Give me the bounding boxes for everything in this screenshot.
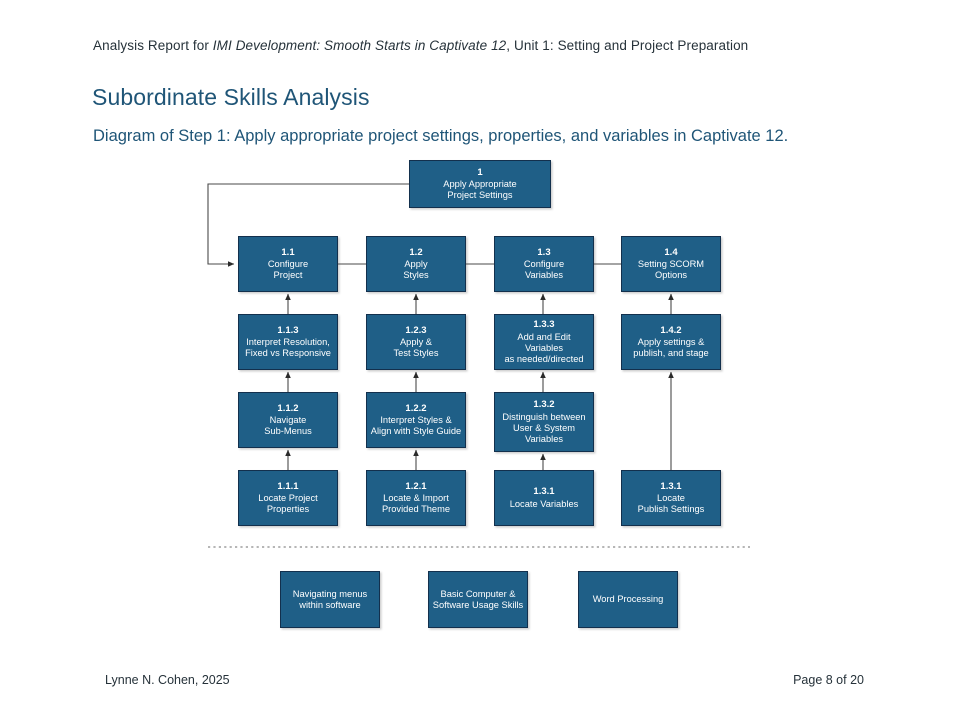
- node-1-3-3[interactable]: 1.3.3 Add and Edit Variables as needed/d…: [494, 314, 594, 370]
- footer-page-number: Page 8 of 20: [793, 673, 864, 687]
- node-label: Basic Computer & Software Usage Skills: [432, 588, 524, 610]
- report-header: Analysis Report for IMI Development: Smo…: [93, 38, 748, 53]
- node-label: Apply settings & publish, and stage: [633, 337, 709, 359]
- node-1-4-2[interactable]: 1.4.2 Apply settings & publish, and stag…: [621, 314, 721, 370]
- node-1-1-3[interactable]: 1.1.3 Interpret Resolution, Fixed vs Res…: [238, 314, 338, 370]
- node-label: Setting SCORM Options: [637, 259, 705, 281]
- node-number: 1.3: [537, 246, 551, 258]
- node-1-1[interactable]: 1.1 Configure Project: [238, 236, 338, 292]
- node-number: 1.3.3: [533, 319, 555, 331]
- node-label: Word Processing: [592, 594, 664, 605]
- node-label: Add and Edit Variables as needed/directe…: [504, 331, 584, 364]
- node-1-2-2[interactable]: 1.2.2 Interpret Styles & Align with Styl…: [366, 392, 466, 448]
- node-number: 1.2.1: [405, 480, 427, 492]
- node-label: Locate & Import Provided Theme: [381, 493, 451, 515]
- node-goal[interactable]: 1 Apply Appropriate Project Settings: [409, 160, 551, 208]
- node-label: Apply & Test Styles: [393, 337, 439, 359]
- node-1-2-3[interactable]: 1.2.3 Apply & Test Styles: [366, 314, 466, 370]
- node-label: Locate Publish Settings: [637, 493, 705, 515]
- header-italic-title: IMI Development: Smooth Starts in Captiv…: [212, 38, 507, 53]
- header-suffix: , Unit 1: Setting and Project Preparatio…: [506, 38, 749, 53]
- entry-node-word-processing[interactable]: Word Processing: [578, 571, 678, 628]
- entry-node-navigating-menus[interactable]: Navigating menus within software: [280, 571, 380, 628]
- header-prefix: Analysis Report for: [93, 38, 213, 53]
- node-number: 1.1.1: [277, 480, 299, 492]
- node-label: Interpret Styles & Align with Style Guid…: [370, 415, 462, 437]
- node-number: 1.3.2: [533, 399, 555, 411]
- node-label: Locate Variables: [509, 498, 579, 509]
- node-number: 1.3.1: [533, 486, 555, 498]
- node-1-2[interactable]: 1.2 Apply Styles: [366, 236, 466, 292]
- node-1-1-1[interactable]: 1.1.1 Locate Project Properties: [238, 470, 338, 526]
- node-label: Apply Appropriate Project Settings: [443, 179, 517, 201]
- node-1-2-1[interactable]: 1.2.1 Locate & Import Provided Theme: [366, 470, 466, 526]
- node-number: 1.3.1: [660, 480, 682, 492]
- node-number: 1.2.3: [405, 324, 427, 336]
- node-number: 1.1.2: [277, 402, 299, 414]
- node-number: 1.2.2: [405, 402, 427, 414]
- node-1-3-2[interactable]: 1.3.2 Distinguish between User & System …: [494, 392, 594, 452]
- page-subtitle: Diagram of Step 1: Apply appropriate pro…: [93, 127, 789, 145]
- node-label: Locate Project Properties: [258, 493, 318, 515]
- node-number: 1: [477, 166, 483, 178]
- node-number: 1.1: [281, 246, 295, 258]
- node-label: Configure Variables: [523, 259, 565, 281]
- node-label: Configure Project: [267, 259, 309, 281]
- entry-node-basic-computer-skills[interactable]: Basic Computer & Software Usage Skills: [428, 571, 528, 628]
- node-label: Navigating menus within software: [292, 588, 368, 610]
- node-1-1-2[interactable]: 1.1.2 Navigate Sub-Menus: [238, 392, 338, 448]
- node-number: 1.4: [664, 246, 678, 258]
- page-title: Subordinate Skills Analysis: [92, 84, 370, 110]
- footer-author: Lynne N. Cohen, 2025: [105, 673, 230, 687]
- node-number: 1.2: [409, 246, 423, 258]
- node-number: 1.4.2: [660, 324, 682, 336]
- node-1-4-1[interactable]: 1.3.1 Locate Publish Settings: [621, 470, 721, 526]
- node-label: Navigate Sub-Menus: [264, 415, 312, 437]
- node-1-3-1[interactable]: 1.3.1 Locate Variables: [494, 470, 594, 526]
- node-1-4[interactable]: 1.4 Setting SCORM Options: [621, 236, 721, 292]
- node-label: Apply Styles: [403, 259, 429, 281]
- node-number: 1.1.3: [277, 324, 299, 336]
- node-label: Interpret Resolution, Fixed vs Responsiv…: [245, 337, 331, 359]
- node-label: Distinguish between User & System Variab…: [502, 411, 586, 444]
- node-1-3[interactable]: 1.3 Configure Variables: [494, 236, 594, 292]
